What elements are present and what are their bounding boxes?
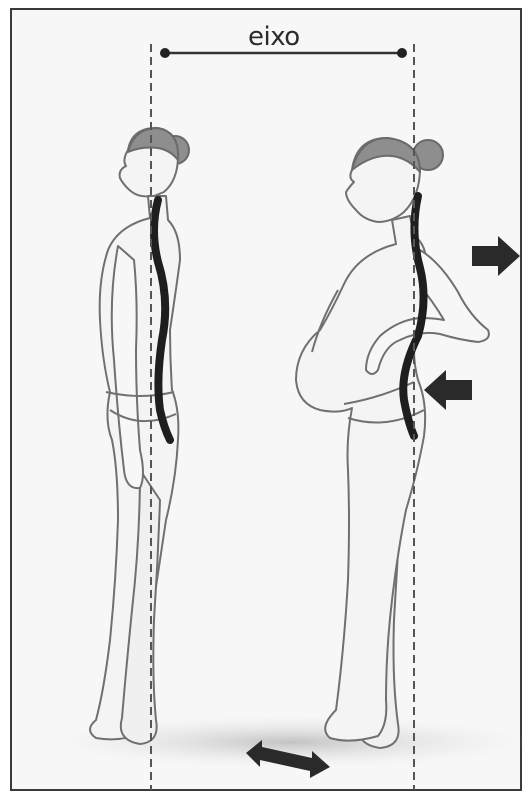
axis-dot-right xyxy=(397,48,407,58)
arrow-right-icon xyxy=(472,236,520,276)
figure-normal-posture xyxy=(90,128,189,744)
figure-pregnant-posture xyxy=(296,138,489,748)
axis-label: eixo xyxy=(248,22,300,52)
arrow-left-icon xyxy=(424,370,472,410)
axis-dot-left xyxy=(160,48,170,58)
